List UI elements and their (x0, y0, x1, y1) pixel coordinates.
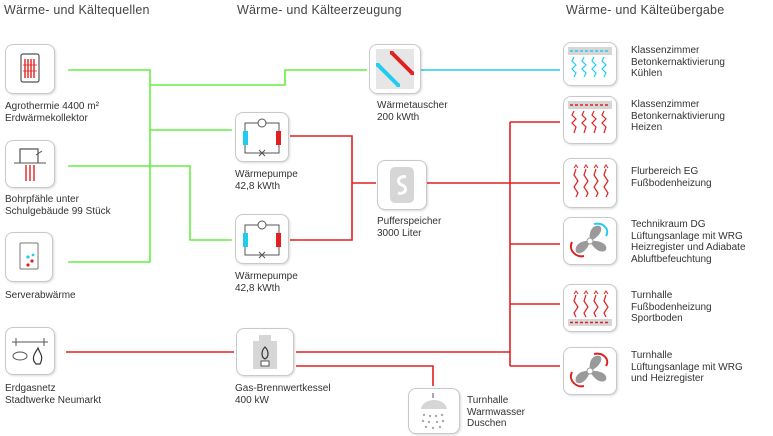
heating-pipe-network (66, 121, 560, 386)
heat-pump-1-box[interactable] (235, 112, 289, 162)
floor-heating-box[interactable] (563, 158, 617, 208)
geothermal-collector-icon (20, 53, 40, 83)
sources-header: Wärme- und Kältequellen (4, 3, 150, 17)
gas-boiler-box[interactable] (236, 328, 294, 376)
concrete-core-heating-icon (568, 101, 612, 134)
source-label-server: Serverabwärme (5, 290, 76, 301)
ventilation-turnhalle-box[interactable] (563, 347, 617, 395)
buffer-tank-box[interactable] (377, 160, 427, 210)
geothermal-collector-box[interactable] (5, 44, 55, 94)
shower-icon (421, 393, 447, 430)
shower-box[interactable] (408, 388, 460, 434)
transfer-header: Wärme- und Kälteübergabe (566, 3, 725, 17)
generation-header: Wärme- und Kälteerzeugung (237, 3, 402, 17)
buffer-tank-icon (390, 167, 414, 203)
heat-pump-icon (243, 118, 281, 157)
heat-exchanger-icon (376, 49, 414, 89)
heat-pump-icon (243, 220, 281, 259)
heat-pump-2-box[interactable] (235, 214, 289, 264)
floor-heating-icon (573, 164, 609, 198)
cooling-box[interactable] (563, 42, 617, 86)
gas-boiler-icon (253, 335, 277, 369)
heat-exchanger-box[interactable] (369, 44, 421, 94)
borehole-piles-box[interactable] (5, 140, 55, 188)
server-rack-icon (19, 242, 39, 270)
server-waste-heat-box[interactable] (5, 232, 53, 282)
gas-network-box[interactable] (5, 327, 55, 375)
ventilation-fan-icon (570, 222, 609, 258)
concrete-core-cooling-icon (568, 47, 612, 78)
sports-floor-heating-box[interactable] (563, 284, 617, 332)
source-pipe-network (68, 69, 367, 263)
borehole-piles-icon (14, 148, 46, 181)
ventilation-technikraum-box[interactable] (563, 217, 617, 265)
sports-floor-heating-icon (568, 290, 612, 326)
ventilation-fan-icon (570, 352, 609, 388)
concrete-core-heating-box[interactable] (563, 96, 617, 144)
gas-network-icon (12, 338, 48, 365)
